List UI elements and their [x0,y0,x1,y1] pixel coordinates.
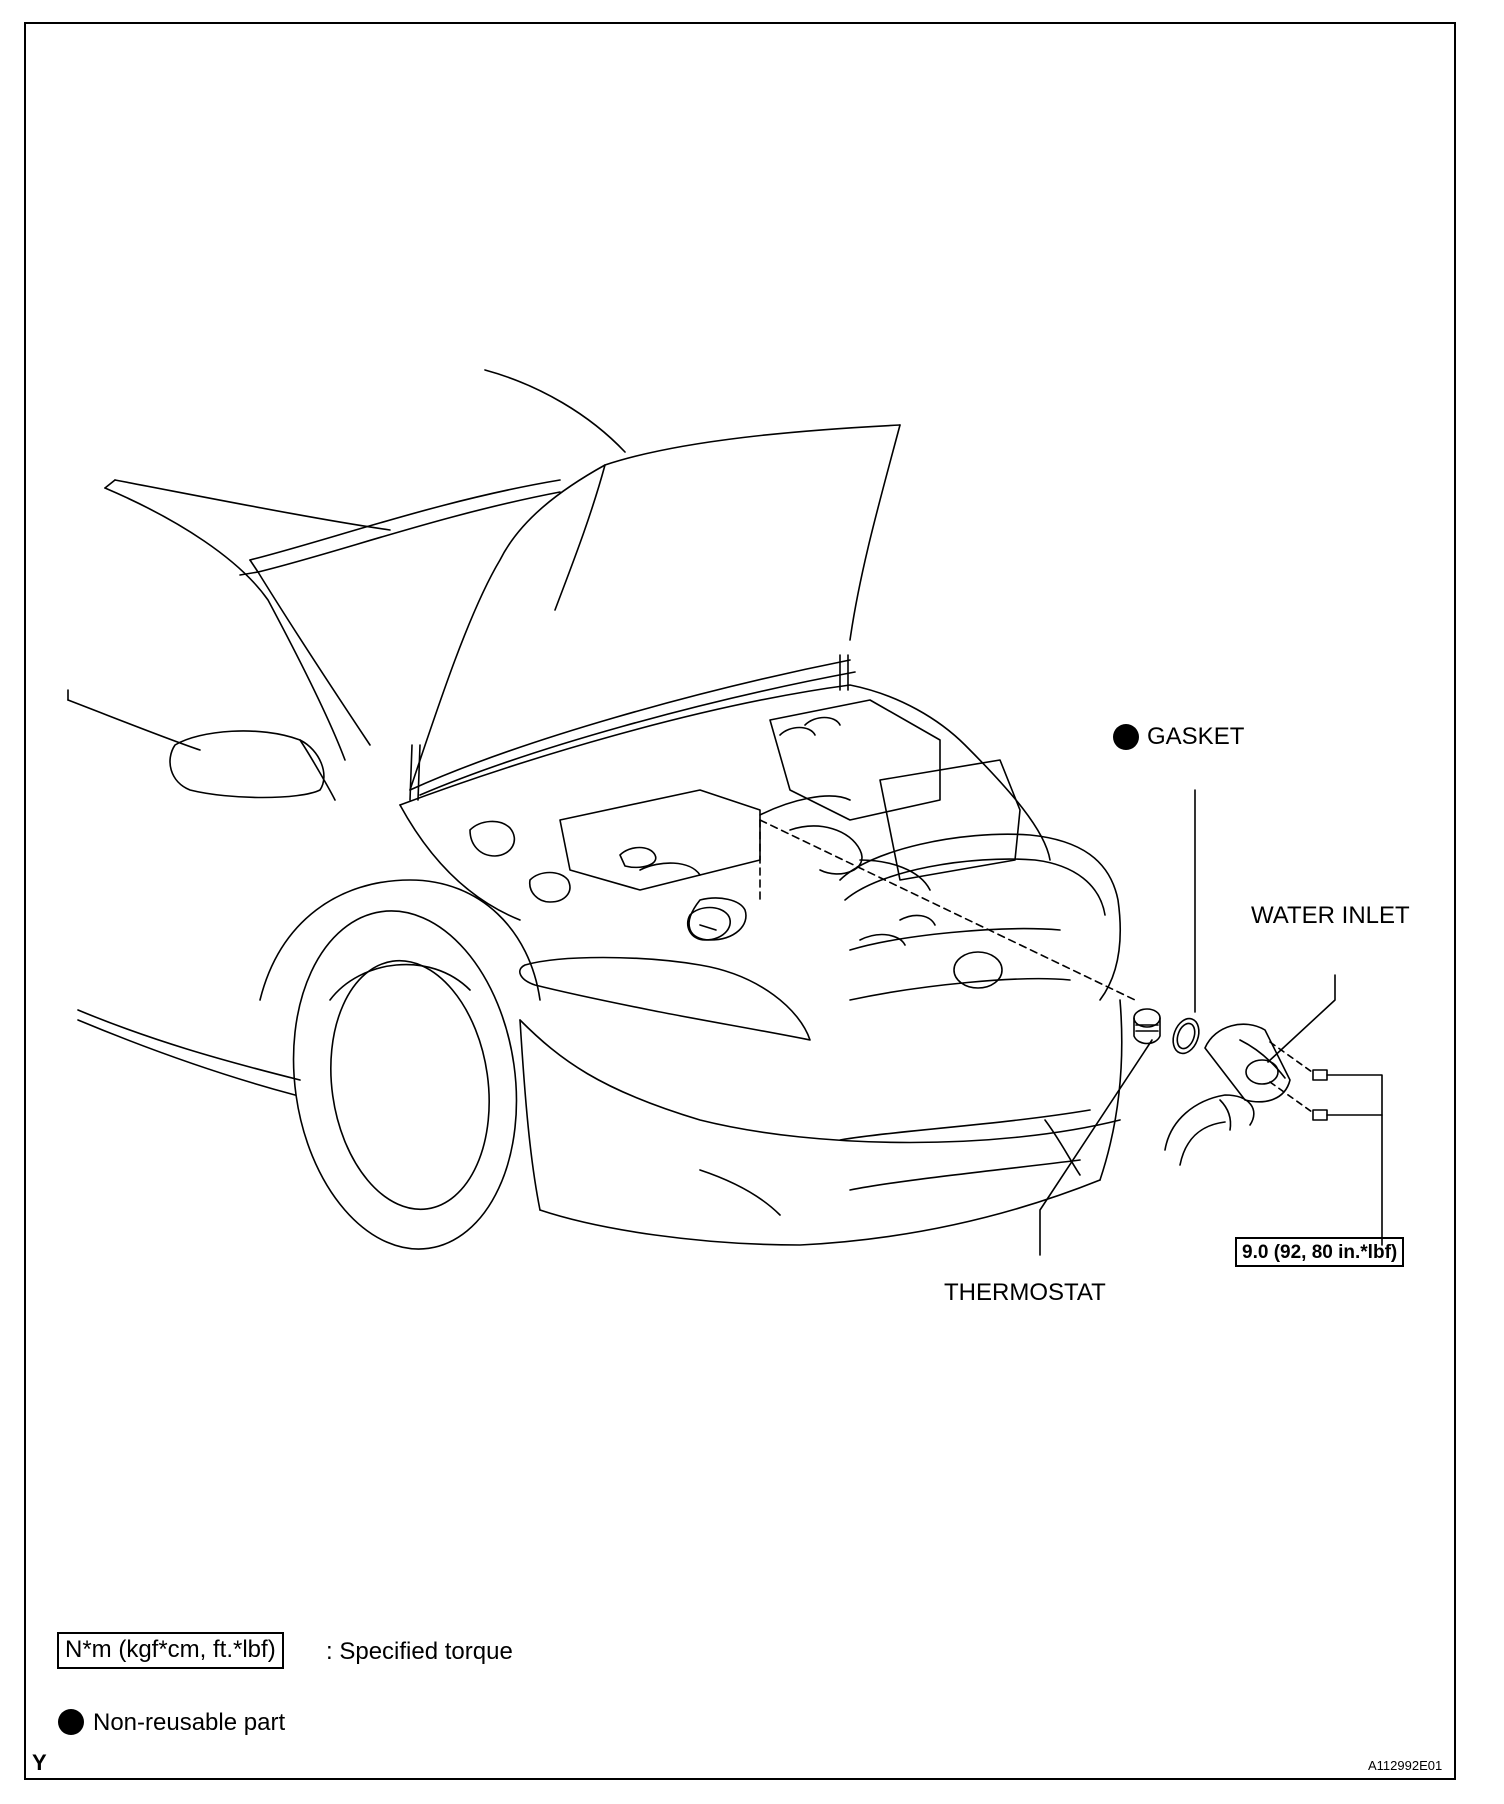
legend-torque-box: N*m (kgf*cm, ft.*lbf) [57,1632,284,1669]
thermostat-label: THERMOSTAT [944,1279,1106,1306]
gasket-label: GASKET [1147,723,1245,750]
figure-id: A112992E01 [1368,1758,1443,1773]
nonreusable-marker-icon [1113,724,1139,750]
torque-spec-box: 9.0 (92, 80 in.*lbf) [1235,1237,1405,1267]
water-inlet-label: WATER INLET [1251,902,1410,929]
diagram-frame [24,22,1456,1780]
legend-torque-description: : Specified torque [326,1638,513,1665]
legend-nonreusable-label: Non-reusable part [93,1709,286,1736]
legend-nonreusable-icon [58,1709,84,1735]
corner-mark: Y [32,1750,47,1775]
